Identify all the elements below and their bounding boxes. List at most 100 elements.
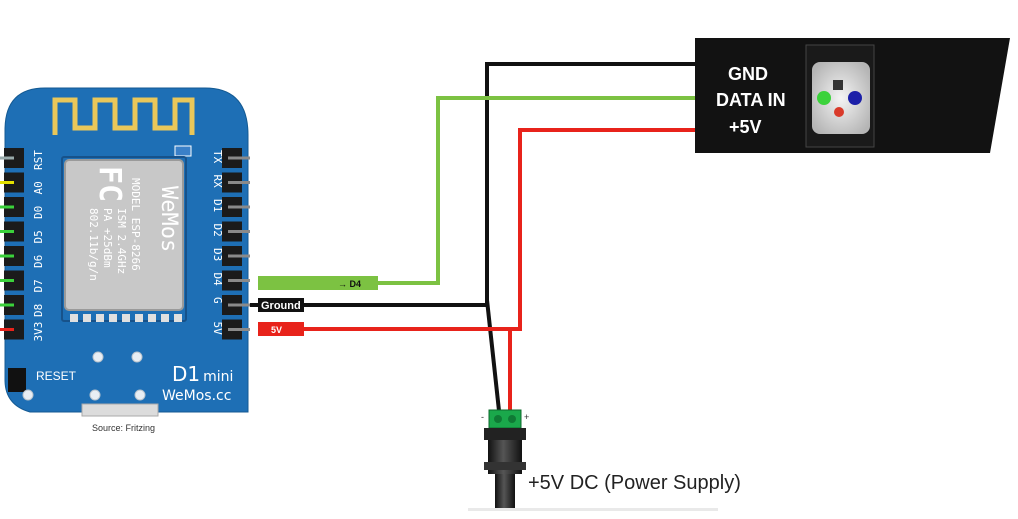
right-pin-label: G (211, 297, 224, 304)
pin-wire-stub (0, 254, 14, 258)
led-green (817, 91, 831, 105)
pin-stub (228, 230, 250, 233)
ground-wire (250, 62, 718, 307)
led-strip: GND DATA IN +5V (695, 38, 1010, 153)
antenna-trace (52, 97, 195, 135)
pin-wire-stub (0, 303, 14, 307)
left-pin-label: 3V3 (32, 322, 45, 342)
module-pad (135, 314, 143, 322)
pin-wire-stub (0, 156, 14, 160)
board-hole (22, 389, 34, 401)
module-pads (70, 314, 182, 322)
pin-wire-stub (0, 181, 14, 184)
terminal-plus: + (524, 412, 529, 422)
led-label-5v: +5V (729, 117, 762, 137)
right-pin-label: D1 (211, 199, 224, 212)
right-pin-label: RX (211, 175, 224, 189)
ground-wire-tag (258, 298, 304, 312)
usb-connector (81, 403, 159, 417)
module-pad (83, 314, 91, 322)
module-pad (96, 314, 104, 322)
led-label-data-in: DATA IN (716, 90, 786, 110)
chip-line: PA +25dBm (101, 208, 114, 268)
right-pin-label: D4 (211, 273, 224, 287)
wire-tags: → D4 Ground 5V (258, 276, 378, 336)
pin-wire-stub (0, 328, 14, 331)
left-pin-label: D8 (32, 304, 45, 317)
power-supply-jack: - + +5V DC (Power Supply) (468, 409, 741, 511)
left-pin-label: D0 (32, 206, 45, 219)
power-wire-label: 5V (271, 325, 282, 335)
left-pin-label: RST (32, 150, 45, 170)
board-hole (89, 389, 101, 401)
brand-name: WeMos.cc (162, 388, 231, 404)
ground-wire-to-supply (485, 299, 502, 421)
pin-stub (228, 181, 250, 184)
ground-wire-label: Ground (261, 300, 301, 312)
led-red (834, 107, 844, 117)
pin-stub (228, 279, 250, 282)
right-pin-label: D3 (211, 248, 224, 261)
module-pad (122, 314, 130, 322)
jack-cable (495, 474, 515, 508)
chip-logo: WeMos (156, 186, 181, 252)
chip-line: MODEL ESP-8266 (129, 178, 142, 271)
right-pin-label: D2 (211, 224, 224, 237)
left-pin-label: D5 (32, 230, 45, 243)
pin-wire-stub (0, 279, 14, 282)
left-pin-label: D7 (32, 279, 45, 292)
reset-label: RESET (36, 369, 77, 383)
terminal-screw (494, 415, 502, 423)
chip-marking: WeMos FC MODEL ESP-8266 ISM 2.4GHz PA +2… (87, 166, 181, 281)
led-blue (848, 91, 862, 105)
board-hole (131, 351, 143, 363)
left-pin-label: D6 (32, 255, 45, 268)
source-note: Source: Fritzing (92, 423, 155, 433)
board-hole (134, 389, 146, 401)
led-label-gnd: GND (728, 64, 768, 84)
left-pin-header (0, 148, 24, 340)
led-die (833, 80, 843, 90)
wemos-d1-mini-board: WeMos FC MODEL ESP-8266 ISM 2.4GHz PA +2… (0, 87, 250, 433)
pin-stub (228, 328, 250, 331)
module-pad (148, 314, 156, 322)
pin-stub (228, 156, 250, 160)
fcc-mark: FC (92, 166, 127, 202)
right-pin-label: TX (211, 150, 224, 164)
model-name-suffix: mini (203, 369, 233, 385)
jack-ring (484, 462, 526, 470)
esp-module-shield (64, 159, 184, 311)
data-wire-tag (258, 276, 378, 290)
pin-stub (228, 205, 250, 209)
model-name-main: D1 (172, 362, 200, 386)
antenna-smd (174, 145, 192, 157)
pin-wire-stub (0, 230, 14, 233)
board-hole (92, 351, 104, 363)
jack-cable-base (468, 508, 718, 511)
terminal-block (488, 409, 522, 429)
pin-wire-stub (0, 205, 14, 209)
chip-line: 802.11b/g/n (87, 208, 100, 281)
module-pad (109, 314, 117, 322)
power-wire (300, 128, 718, 331)
data-wire (300, 96, 718, 285)
module-pad (174, 314, 182, 322)
chip-line: ISM 2.4GHz (115, 208, 128, 274)
power-wire-tag (258, 322, 304, 336)
data-wire-label: → D4 (338, 279, 361, 289)
module-pad (161, 314, 169, 322)
jack-collar (484, 428, 526, 440)
terminal-screw (508, 415, 516, 423)
reset-button[interactable] (8, 368, 26, 392)
left-pin-label: A0 (32, 181, 45, 194)
pin-stub (228, 303, 250, 307)
wires (250, 62, 718, 421)
led-pad (812, 62, 870, 134)
power-supply-label: +5V DC (Power Supply) (528, 472, 741, 494)
terminal-minus: - (481, 412, 484, 422)
right-pin-label: 5V (211, 322, 224, 336)
